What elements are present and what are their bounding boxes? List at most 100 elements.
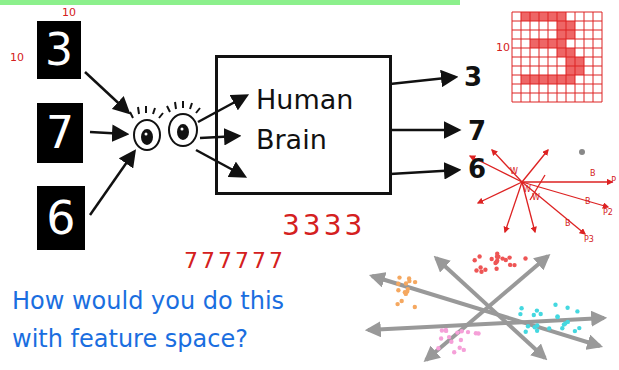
dimension-label: 10 — [10, 52, 24, 63]
vector-label: P — [611, 177, 616, 185]
grid-line — [512, 84, 602, 85]
feature-axes — [368, 256, 604, 360]
vector-label: W — [510, 168, 518, 176]
vector-diagram — [470, 150, 612, 234]
data-point — [533, 325, 537, 329]
eyes — [130, 101, 200, 150]
grid-line — [512, 102, 602, 103]
dimension-label: 10 — [62, 7, 76, 18]
data-point — [563, 321, 567, 325]
data-point — [400, 299, 404, 303]
grid-cell — [548, 12, 557, 21]
grid-cell — [557, 30, 566, 39]
grid-cell — [548, 75, 557, 84]
data-point — [444, 329, 448, 333]
grid-line — [566, 12, 567, 102]
data-point — [575, 309, 579, 313]
box-label: Human Brain — [256, 80, 371, 160]
grid-line — [575, 12, 576, 102]
grid-cell — [575, 57, 584, 66]
data-point — [444, 328, 448, 332]
grid-cell — [557, 75, 566, 84]
digit-image-label: 6 — [37, 186, 85, 250]
data-point — [477, 254, 481, 258]
grid-cell — [539, 39, 548, 48]
digit-image — [37, 186, 85, 250]
data-point — [512, 263, 516, 267]
input-arrows — [85, 72, 134, 215]
grid-cell — [557, 12, 566, 21]
handwritten-note: 777777 — [184, 250, 286, 272]
data-point — [405, 289, 409, 293]
data-point — [523, 256, 527, 260]
data-point — [413, 305, 417, 309]
digit-image-label: 3 — [37, 21, 81, 79]
data-point — [483, 268, 487, 272]
grid-cell — [566, 57, 575, 66]
grid-cell — [539, 12, 548, 21]
data-point — [495, 259, 499, 263]
data-point — [577, 326, 581, 330]
vector-label: P2 — [603, 209, 613, 217]
grid-cell — [521, 12, 530, 21]
data-point — [504, 258, 508, 262]
digit-image-label: 7 — [37, 103, 83, 163]
grid-line — [602, 12, 603, 102]
data-point — [519, 306, 523, 310]
data-point — [413, 280, 417, 284]
grid-line — [557, 12, 558, 102]
data-point — [518, 312, 522, 316]
data-point — [474, 331, 478, 335]
data-point — [474, 268, 478, 272]
data-points — [395, 252, 581, 355]
output-digit: 3 — [464, 64, 482, 90]
grid-cell — [557, 21, 566, 30]
data-point — [458, 346, 462, 350]
grid-cell — [530, 75, 539, 84]
highlight-strip — [0, 0, 460, 5]
vector-label: B — [590, 170, 596, 178]
output-arrows — [390, 77, 458, 174]
output-digit: 7 — [468, 118, 486, 144]
data-point — [395, 302, 399, 306]
data-point — [449, 340, 453, 344]
vector-label: P3 — [584, 236, 594, 244]
handwritten-note: How would you do this with feature space… — [12, 282, 342, 358]
data-point — [455, 330, 459, 334]
grid-line — [593, 12, 594, 102]
data-point — [479, 270, 483, 274]
grid-cell — [566, 48, 575, 57]
data-point — [532, 313, 536, 317]
process-box: Human Brain — [215, 55, 392, 195]
data-point — [539, 312, 543, 316]
data-point — [397, 275, 401, 279]
data-point — [535, 308, 539, 312]
output-digit: 6 — [468, 156, 486, 182]
grid-cell — [566, 75, 575, 84]
digit-image — [37, 103, 83, 163]
data-point — [524, 330, 528, 334]
data-point — [555, 314, 559, 318]
grid-cell — [530, 39, 539, 48]
data-point — [439, 336, 443, 340]
data-point — [452, 350, 456, 354]
data-point — [462, 348, 466, 352]
grid-cell — [557, 48, 566, 57]
data-point — [555, 315, 559, 319]
data-point — [495, 252, 499, 256]
data-point — [436, 346, 440, 350]
data-point — [407, 279, 411, 283]
pixel-grid — [512, 12, 602, 102]
grid-cell — [521, 75, 530, 84]
grid-cell — [566, 30, 575, 39]
vector-label: B — [585, 198, 591, 206]
data-point — [396, 288, 400, 292]
data-point — [473, 258, 477, 262]
grid-cell — [566, 21, 575, 30]
handwritten-note: 3333 — [282, 212, 365, 240]
vector-label: W — [523, 186, 531, 194]
data-point — [490, 257, 494, 261]
grid-cell — [566, 66, 575, 75]
grid-cell — [530, 12, 539, 21]
